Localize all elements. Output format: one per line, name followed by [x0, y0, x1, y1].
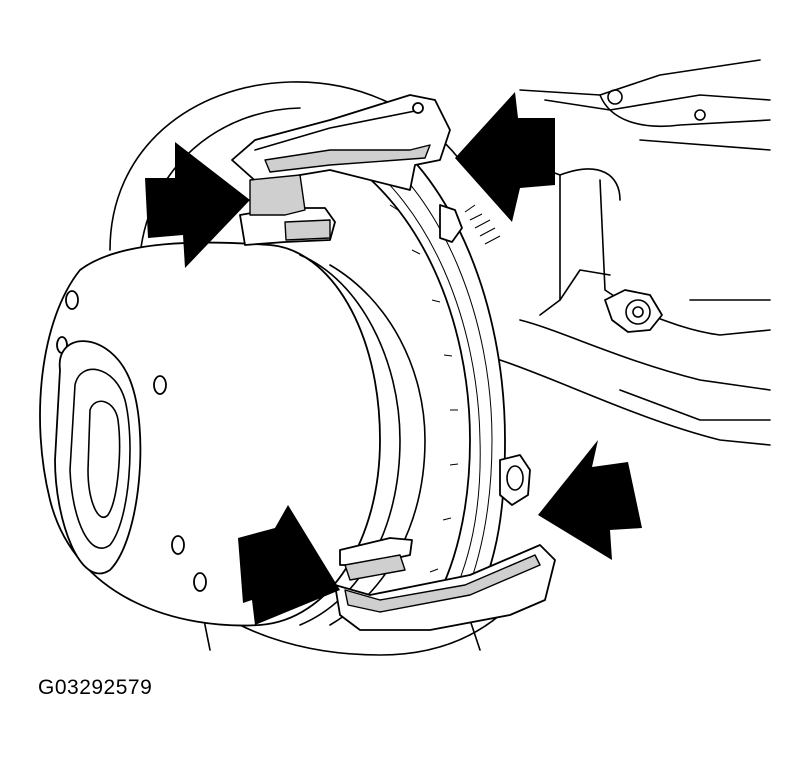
- caliper-bracket-top: [231, 94, 501, 246]
- caliper-bracket-bottom: [334, 454, 556, 631]
- tie-rod-nut: [604, 289, 663, 333]
- arrow-upper-left-icon: [145, 142, 250, 268]
- arrow-lower-right-icon: [538, 440, 642, 560]
- figure-id-label: G03292579: [38, 676, 153, 699]
- arrow-lower-left-icon: [238, 505, 340, 625]
- suspension-linework: [499, 59, 771, 446]
- arrow-upper-right-icon: [455, 92, 555, 222]
